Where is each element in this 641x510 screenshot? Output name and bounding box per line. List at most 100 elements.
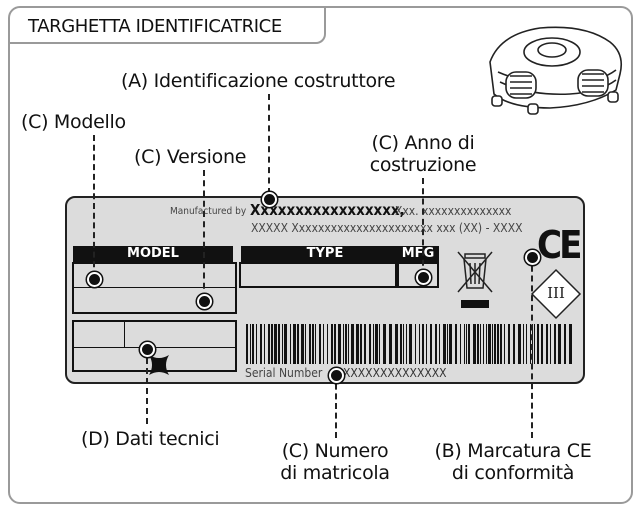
fan-icon: [149, 355, 169, 375]
leader-year: [422, 178, 424, 276]
label-manufacturer-id: (A) Identificazione costruttore: [121, 70, 396, 92]
label-year-line1: (C) Anno di: [371, 132, 475, 154]
barcode-bar: [497, 324, 499, 364]
barcode-bar: [400, 324, 402, 364]
barcode-bar: [415, 324, 416, 364]
barcode-bar: [419, 324, 420, 364]
barcode-bar: [246, 324, 248, 364]
barcode-bar: [364, 324, 366, 364]
barcode-bar: [537, 324, 539, 364]
barcode-bar: [290, 324, 291, 364]
barcode-bar: [486, 324, 487, 364]
barcode-bar: [558, 324, 561, 364]
barcode-bar: [327, 324, 328, 364]
barcode-bar: [460, 324, 461, 364]
leader-tech-data: [146, 348, 148, 424]
barcode-bar: [348, 324, 349, 364]
label-year: (C) Anno di costruzione: [360, 132, 486, 176]
barcode-top: [246, 324, 572, 364]
barcode-bar: [435, 324, 437, 364]
serial-number-label: Serial Number: [245, 366, 323, 380]
label-ce-line1: (B) Marcatura CE: [434, 440, 592, 462]
label-year-line2: costruzione: [369, 154, 477, 176]
barcode-bar: [473, 324, 476, 364]
label-serial-line1: (C) Numero: [281, 440, 389, 462]
barcode-bar: [564, 324, 566, 364]
class-iii-diamond: [530, 268, 582, 320]
barcode-bar: [260, 324, 262, 364]
barcode-bar: [508, 324, 510, 364]
barcode-bar: [480, 324, 481, 364]
label-ce: (B) Marcatura CE di conformità: [418, 440, 608, 484]
dot-version: [197, 294, 212, 309]
barcode-bar: [550, 324, 551, 364]
mfg-box: [397, 262, 439, 288]
barcode-bar: [422, 324, 424, 364]
barcode-bar: [278, 324, 280, 364]
barcode-bar: [494, 324, 496, 364]
model-header: MODEL: [73, 246, 233, 262]
barcode-bar: [468, 324, 470, 364]
barcode-bar: [455, 324, 457, 364]
barcode-bar: [554, 324, 556, 364]
barcode-bar: [492, 324, 493, 364]
barcode-bar: [309, 324, 311, 364]
label-serial-line2: di matricola: [280, 462, 390, 484]
label-ce-line2: di conformità: [451, 462, 575, 484]
label-serial: (C) Numero di matricola: [270, 440, 400, 484]
barcode-bar: [274, 324, 277, 364]
barcode-bar: [526, 324, 527, 364]
barcode-bar: [345, 324, 347, 364]
barcode-bar: [541, 324, 543, 364]
barcode-bar: [323, 324, 324, 364]
barcode-bar: [343, 324, 344, 364]
barcode-bar: [464, 324, 465, 364]
leader-model: [93, 135, 95, 277]
barcode-bar: [293, 324, 296, 364]
barcode-bar: [373, 324, 374, 364]
manufacturer-name: Xxxxxxxxxxxxxxxxx,: [250, 201, 405, 219]
barcode-bar: [439, 324, 440, 364]
barcode-bar: [500, 324, 502, 364]
barcode-bar: [406, 324, 407, 364]
barcode-bar: [282, 324, 283, 364]
header-title: TARGHETTA IDENTIFICATRICE: [28, 16, 282, 37]
barcode-bar: [301, 324, 304, 364]
barcode-bar: [360, 324, 362, 364]
barcode-bar: [319, 324, 321, 364]
barcode-bar: [466, 324, 467, 364]
barcode-bar: [383, 324, 386, 364]
class-iii-label: III: [547, 284, 565, 302]
barcode-bar: [297, 324, 299, 364]
barcode-bar: [488, 324, 491, 364]
barcode-bar: [356, 324, 359, 364]
barcode-bar: [430, 324, 432, 364]
barcode-bar: [403, 324, 404, 364]
dot-serial: [329, 368, 344, 383]
barcode-bar: [513, 324, 515, 364]
tech-data-vdivider: [124, 321, 125, 347]
model-box-divider: [73, 287, 236, 288]
manufacturer-name-rest: Xxx. xxxxxxxxxxxxxx: [395, 204, 512, 218]
dot-model: [87, 272, 102, 287]
barcode-bar: [409, 324, 412, 364]
leader-serial: [335, 374, 337, 438]
dot-tech-data: [140, 342, 155, 357]
weee-bin-icon: [457, 251, 493, 308]
ce-mark: CE: [537, 223, 582, 267]
barcode-bar: [443, 324, 446, 364]
barcode-bar: [569, 324, 572, 364]
dot-manufacturer: [262, 192, 277, 207]
barcode-bar: [375, 324, 378, 364]
label-version: (C) Versione: [134, 146, 247, 168]
barcode-bar: [250, 324, 251, 364]
barcode-bar: [268, 324, 270, 364]
barcode-bar: [331, 324, 333, 364]
barcode-bar: [447, 324, 448, 364]
barcode-bar: [449, 324, 452, 364]
barcode-bar: [256, 324, 257, 364]
dot-year: [416, 270, 431, 285]
header-tab: [8, 6, 326, 44]
type-box: [239, 262, 397, 288]
barcode-bar: [315, 324, 316, 364]
